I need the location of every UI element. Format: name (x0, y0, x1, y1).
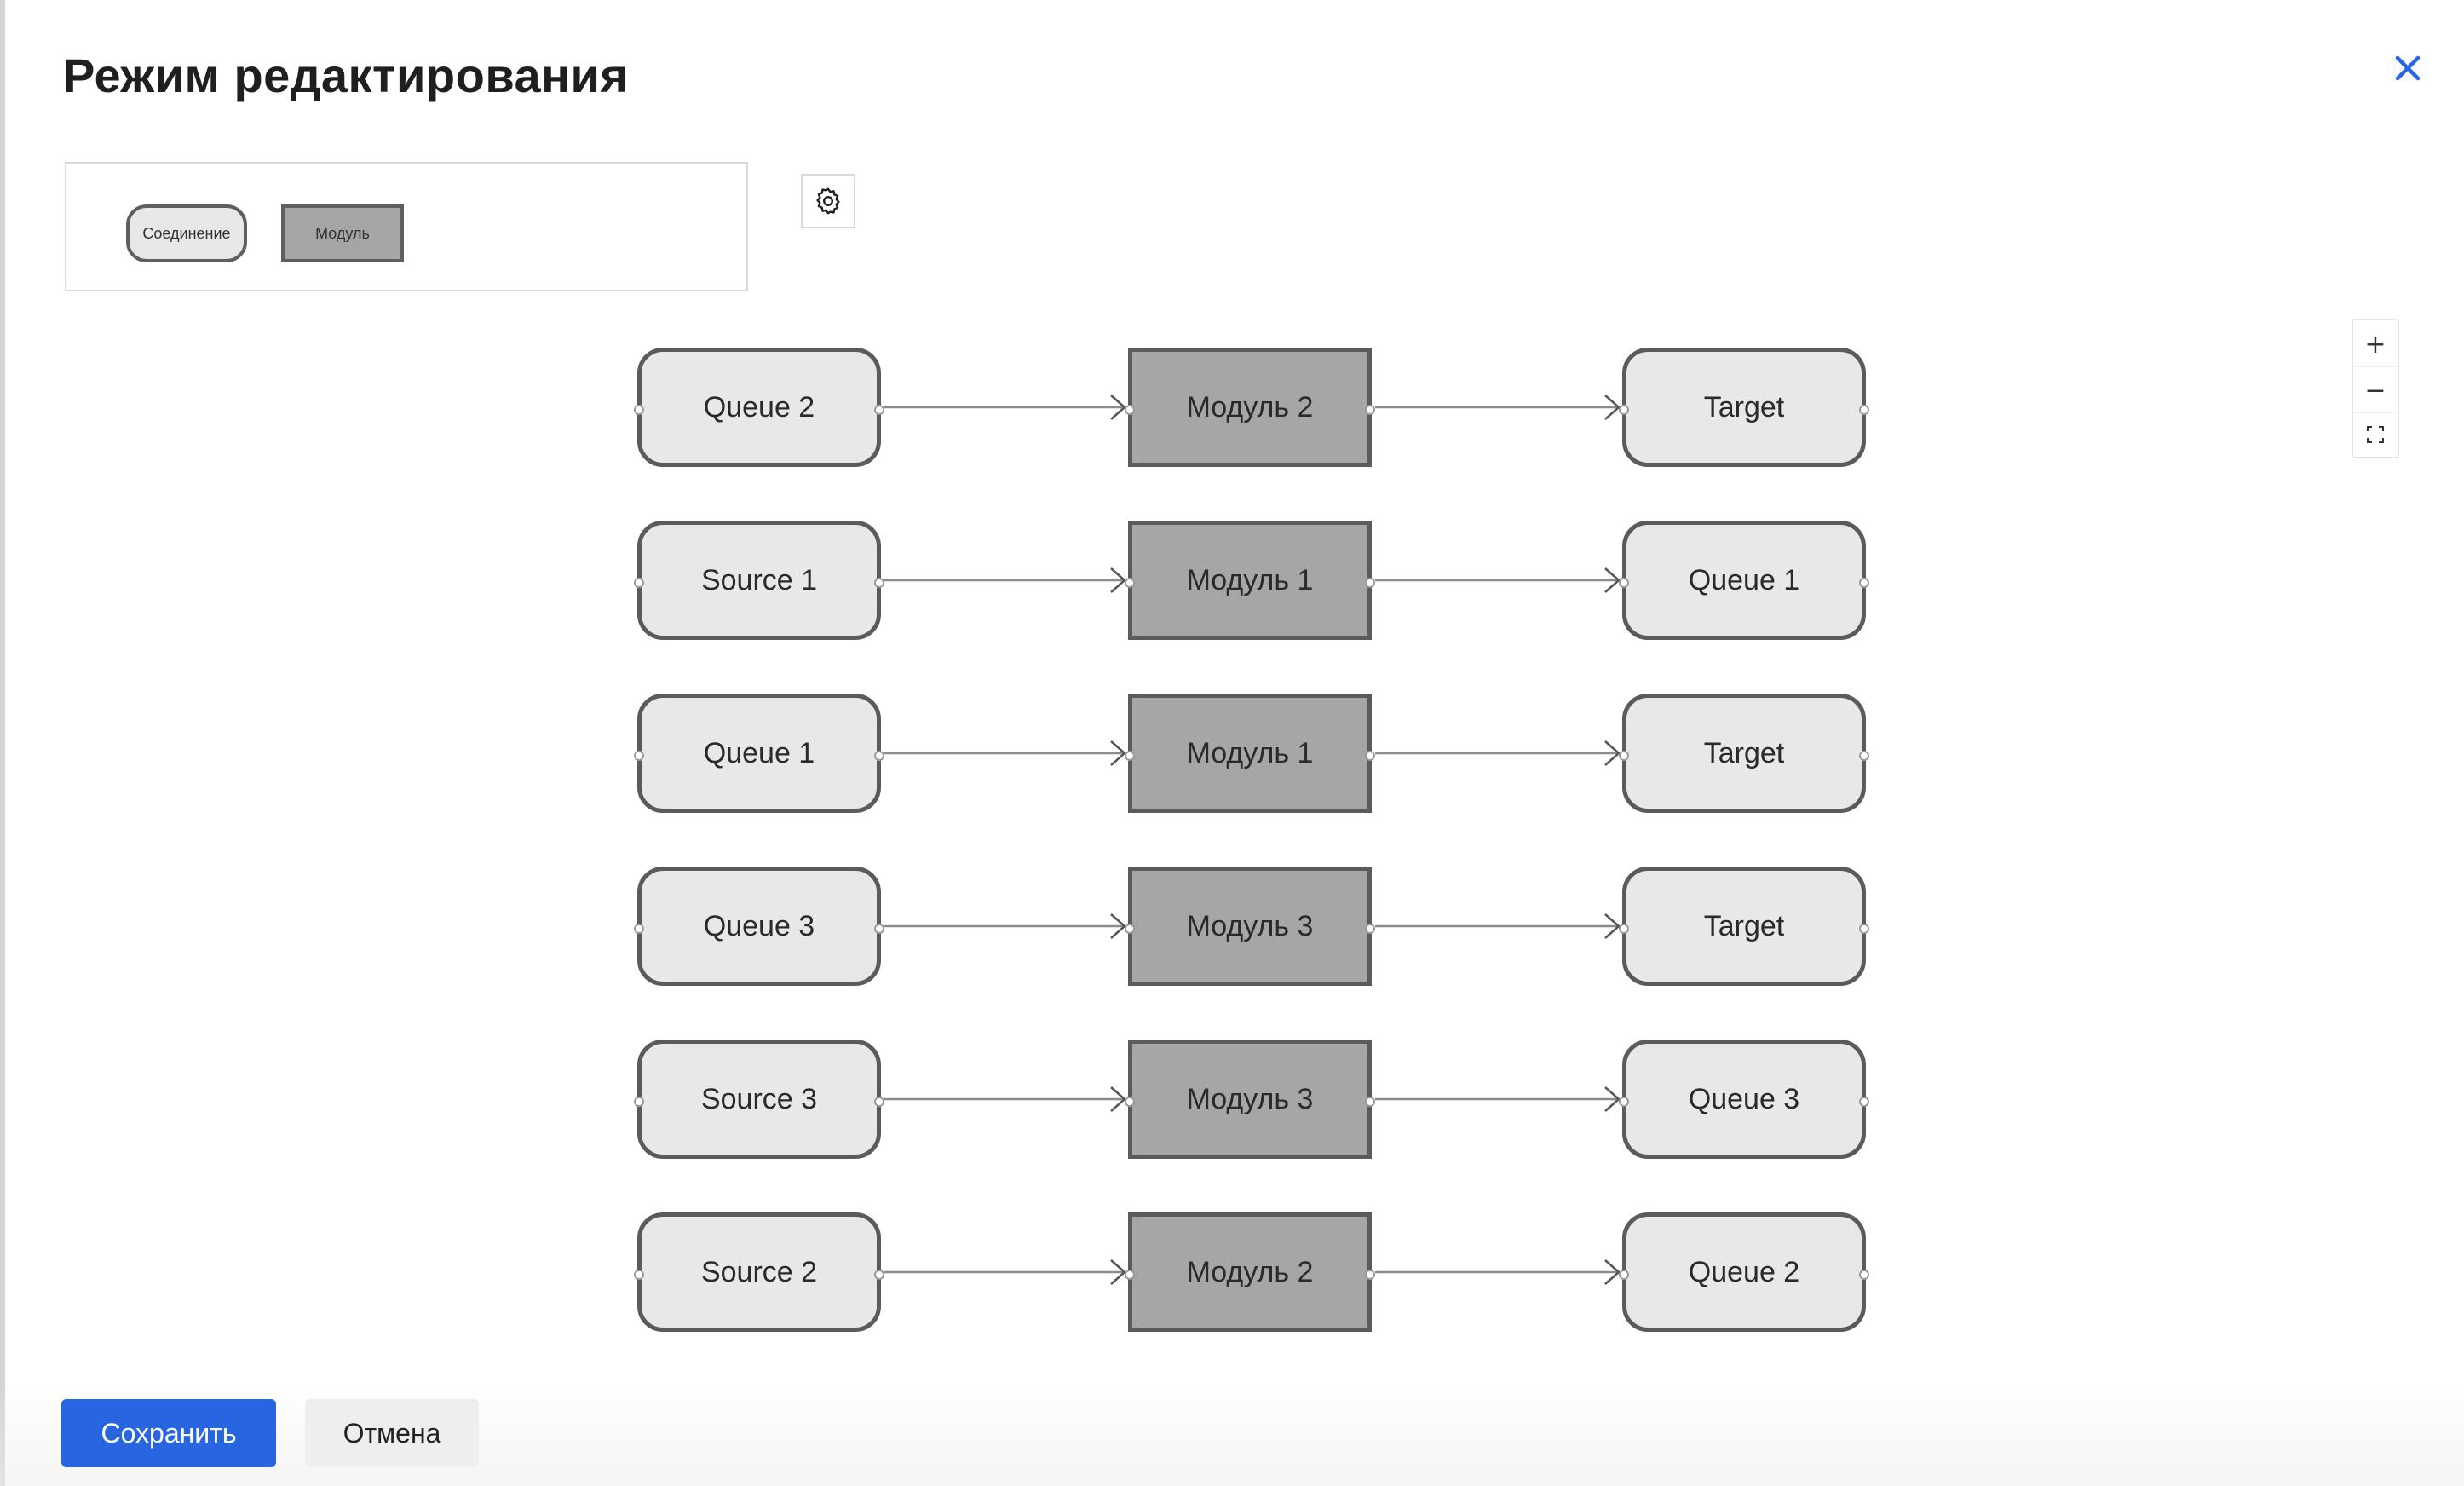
left-port[interactable] (1619, 751, 1629, 761)
right-port[interactable] (1859, 578, 1869, 588)
module-node[interactable]: Модуль 3 (1125, 867, 1375, 986)
zoom-out-button[interactable]: − (2353, 368, 2398, 413)
edge-arrowhead (1110, 567, 1126, 593)
right-port[interactable] (874, 578, 884, 588)
dialog-title: Режим редактирования (63, 49, 629, 102)
right-port[interactable] (1365, 751, 1375, 761)
left-port[interactable] (1125, 924, 1135, 934)
left-port[interactable] (634, 1097, 644, 1107)
source-node[interactable]: Queue 2 (634, 348, 884, 467)
target-node[interactable]: Queue 1 (1619, 521, 1869, 640)
module-node[interactable]: Модуль 3 (1125, 1040, 1375, 1159)
right-port[interactable] (874, 405, 884, 415)
left-port[interactable] (634, 405, 644, 415)
palette-module-item[interactable]: Модуль (281, 204, 404, 262)
source-node[interactable]: Source 1 (634, 521, 884, 640)
right-port[interactable] (874, 1270, 884, 1280)
right-port[interactable] (1859, 1097, 1869, 1107)
edge-arrowhead (1604, 913, 1621, 939)
module-node[interactable]: Модуль 2 (1125, 348, 1375, 467)
edge-arrowhead (1604, 395, 1621, 420)
edge-arrowhead (1604, 1259, 1621, 1285)
right-port[interactable] (1859, 1270, 1869, 1280)
target-node[interactable]: Target (1619, 867, 1869, 986)
close-icon (2395, 55, 2421, 81)
left-port[interactable] (1619, 578, 1629, 588)
gear-icon (816, 187, 840, 215)
source-node[interactable]: Source 3 (634, 1040, 884, 1159)
module-node[interactable]: Модуль 2 (1125, 1212, 1375, 1332)
target-node[interactable]: Target (1619, 348, 1869, 467)
source-node[interactable]: Queue 1 (634, 694, 884, 813)
right-port[interactable] (1365, 578, 1375, 588)
left-port[interactable] (1619, 405, 1629, 415)
left-port[interactable] (1619, 1097, 1629, 1107)
left-port[interactable] (1619, 1270, 1629, 1280)
edge-arrowhead (1110, 740, 1126, 766)
left-port[interactable] (1125, 578, 1135, 588)
fit-view-icon (2367, 426, 2384, 443)
palette-connection-item[interactable]: Соединение (126, 204, 247, 262)
target-node[interactable]: Queue 3 (1619, 1040, 1869, 1159)
edge-arrowhead (1110, 913, 1126, 939)
edge-arrowhead (1110, 1259, 1126, 1285)
edge-arrowhead (1604, 740, 1621, 766)
right-port[interactable] (1859, 751, 1869, 761)
left-port[interactable] (1125, 1270, 1135, 1280)
right-port[interactable] (1859, 405, 1869, 415)
module-node[interactable]: Модуль 1 (1125, 694, 1375, 813)
right-port[interactable] (874, 924, 884, 934)
left-port[interactable] (1125, 405, 1135, 415)
left-port[interactable] (634, 1270, 644, 1280)
edge-arrowhead (1110, 1086, 1126, 1112)
settings-button[interactable] (801, 174, 855, 228)
right-port[interactable] (1365, 405, 1375, 415)
cancel-button[interactable]: Отмена (305, 1399, 479, 1467)
left-port[interactable] (634, 751, 644, 761)
edge-arrowhead (1604, 567, 1621, 593)
right-port[interactable] (1365, 924, 1375, 934)
edge-arrowhead (1110, 395, 1126, 420)
right-port[interactable] (874, 751, 884, 761)
left-port[interactable] (1125, 751, 1135, 761)
save-button[interactable]: Сохранить (61, 1399, 276, 1467)
left-port[interactable] (1125, 1097, 1135, 1107)
close-button[interactable] (2389, 49, 2427, 87)
target-node[interactable]: Target (1619, 694, 1869, 813)
right-port[interactable] (1859, 924, 1869, 934)
element-palette: Соединение Модуль (65, 162, 748, 291)
module-node[interactable]: Модуль 1 (1125, 521, 1375, 640)
right-port[interactable] (1365, 1270, 1375, 1280)
left-port[interactable] (1619, 924, 1629, 934)
right-port[interactable] (874, 1097, 884, 1107)
target-node[interactable]: Queue 2 (1619, 1212, 1869, 1332)
zoom-controls: + − (2352, 319, 2399, 458)
edge-arrowhead (1604, 1086, 1621, 1112)
source-node[interactable]: Source 2 (634, 1212, 884, 1332)
fit-view-button[interactable] (2353, 412, 2398, 457)
zoom-in-button[interactable]: + (2353, 322, 2398, 367)
source-node[interactable]: Queue 3 (634, 867, 884, 986)
right-port[interactable] (1365, 1097, 1375, 1107)
left-port[interactable] (634, 924, 644, 934)
left-port[interactable] (634, 578, 644, 588)
dialog-left-edge (0, 0, 5, 1486)
